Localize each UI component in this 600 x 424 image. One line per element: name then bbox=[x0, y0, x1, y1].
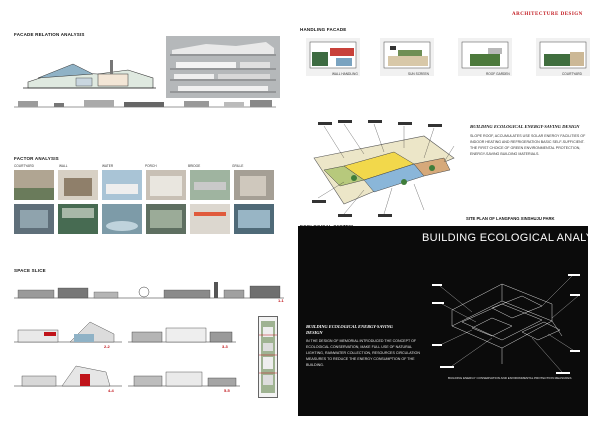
axonometric-diagram bbox=[432, 256, 582, 386]
eco-energy-body: Slope roof, accumulates use solar energy… bbox=[470, 134, 586, 156]
handling-facade-panels: Wall handling Sun screen Roof garden Cou… bbox=[306, 38, 590, 82]
black-analysis-panel: Building ecological analysis Building ec… bbox=[298, 226, 600, 416]
handling-panel-sunscreen bbox=[380, 38, 434, 76]
eco-site-diagram bbox=[304, 118, 462, 220]
eco-energy-box: Building ecological energy-saving design… bbox=[470, 124, 588, 157]
site-key-plan bbox=[258, 316, 278, 398]
handling-panel-roof-garden bbox=[458, 38, 512, 76]
factor-caption-6: Grille bbox=[232, 164, 244, 168]
eco-energy-title: Building ecological energy-saving design bbox=[470, 124, 580, 129]
handling-caption-3: Roof garden bbox=[486, 72, 510, 76]
black-panel-caption: Building energy conservation and environ… bbox=[448, 376, 572, 380]
slice-label-3-3: 3-3 bbox=[222, 344, 228, 349]
slice-label-5-5: 5-5 bbox=[224, 388, 230, 393]
slice-label-4-4: 4-4 bbox=[108, 388, 114, 393]
slice-3-3-drawing bbox=[128, 318, 236, 344]
handling-caption-1: Wall handling bbox=[332, 72, 358, 76]
factor-caption-3: Water bbox=[102, 164, 114, 168]
factor-analysis-title: Factor analysis bbox=[14, 156, 59, 161]
handling-caption-4: Courtyard bbox=[562, 72, 582, 76]
slice-2-2-drawing bbox=[14, 318, 122, 344]
slice-1-1-drawing bbox=[14, 278, 284, 300]
handling-facade-title: Handling facade bbox=[300, 27, 347, 32]
facade-elevation-drawing bbox=[18, 44, 158, 94]
slice-5-5-drawing bbox=[128, 360, 240, 388]
slice-label-1-1: 1-1 bbox=[278, 298, 284, 303]
black-panel-title: Building ecological analysis bbox=[422, 232, 600, 244]
space-slice-title: Space slice bbox=[14, 268, 46, 273]
factor-caption-4: Porch bbox=[145, 164, 157, 168]
brand-title: Architecture Design bbox=[512, 12, 583, 17]
handling-caption-2: Sun screen bbox=[408, 72, 429, 76]
factor-caption-1: Courtyard bbox=[14, 164, 34, 168]
long-facade-strip bbox=[14, 96, 276, 108]
facade-relation-title: Facade relation analysis bbox=[14, 32, 85, 37]
site-plan-label: Site plan of Langfang Xinshuju Park bbox=[466, 216, 555, 221]
facade-photo-panel bbox=[166, 36, 280, 98]
handling-panel-wall bbox=[306, 38, 360, 76]
slice-4-4-drawing bbox=[14, 360, 122, 388]
handling-panel-courtyard bbox=[536, 38, 590, 76]
factor-caption-5: Bridge bbox=[188, 164, 201, 168]
black-panel-subtitle: Building ecological energy-saving design bbox=[306, 324, 393, 335]
black-panel-body: In the design of memorial introduced the… bbox=[306, 339, 420, 367]
factor-captions: Courtyard Wall Water Porch Bridge Grille bbox=[14, 164, 276, 170]
factor-photo-grid bbox=[14, 170, 276, 234]
factor-caption-2: Wall bbox=[59, 164, 68, 168]
slice-label-2-2: 2-2 bbox=[104, 344, 110, 349]
